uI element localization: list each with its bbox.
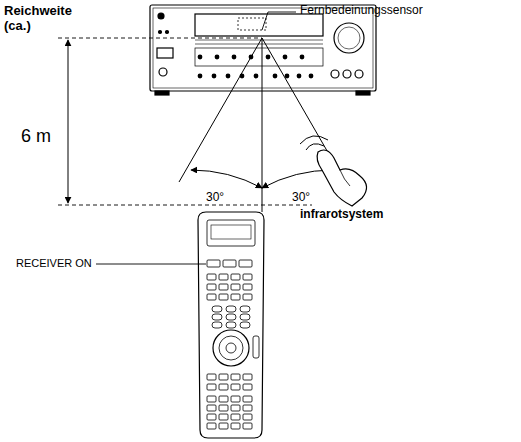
receiver-buttons xyxy=(198,55,314,79)
remote-button xyxy=(219,294,228,300)
remote-button xyxy=(231,274,240,280)
receiver-button xyxy=(198,74,203,79)
receiver-button xyxy=(283,55,288,60)
remote-button xyxy=(212,322,222,328)
receiver-button xyxy=(198,55,203,60)
remote-button xyxy=(243,274,252,280)
remote-button xyxy=(231,414,240,420)
remote-button xyxy=(231,405,240,411)
extension-line xyxy=(58,205,312,206)
remote-button xyxy=(207,405,216,411)
receiver-button xyxy=(266,55,271,60)
remote-button xyxy=(243,423,252,429)
remote-button xyxy=(207,294,216,300)
receiver-button xyxy=(273,74,278,79)
remote-button xyxy=(219,284,228,290)
remote-button xyxy=(207,414,216,420)
remote-button xyxy=(231,284,240,290)
remote-button xyxy=(231,294,240,300)
remote-button xyxy=(231,396,240,402)
remote-button xyxy=(243,405,252,411)
remote-button xyxy=(207,396,216,402)
receiver-button xyxy=(254,74,259,79)
remote-button xyxy=(219,374,228,380)
remote-button xyxy=(231,374,240,380)
remote-button xyxy=(207,384,216,390)
dimension-line xyxy=(68,40,69,203)
remote-button xyxy=(219,405,228,411)
remote-control xyxy=(198,212,264,438)
remote-button xyxy=(240,306,250,312)
remote-button xyxy=(219,274,228,280)
remote-button xyxy=(219,414,228,420)
angle-label: 30° xyxy=(206,191,224,205)
remote-button xyxy=(243,294,252,300)
receiver-button xyxy=(309,74,314,79)
remote-button xyxy=(243,396,252,402)
sensor-label: Fernbedeinungssensor xyxy=(300,4,423,18)
remote-button xyxy=(223,260,236,267)
remote-button xyxy=(243,284,252,290)
receiver-button xyxy=(300,55,305,60)
remote-button xyxy=(243,414,252,420)
remote-button xyxy=(231,423,240,429)
receiver-button xyxy=(212,74,217,79)
remote-button xyxy=(219,384,228,390)
range-label: Reichweite (ca.) xyxy=(4,4,82,34)
remote-button xyxy=(219,396,228,402)
leader-line xyxy=(262,12,296,30)
remote-button xyxy=(240,322,250,328)
reception-fan xyxy=(179,38,345,212)
leader-line xyxy=(96,264,206,265)
remote-button xyxy=(243,374,252,380)
receiver xyxy=(150,5,376,95)
remote-button xyxy=(207,423,216,429)
distance-value: 6 m xyxy=(20,124,52,149)
remote-button xyxy=(212,306,222,312)
remote-button xyxy=(240,314,250,320)
remote-button xyxy=(231,384,240,390)
receiver-button xyxy=(232,55,237,60)
remote-button xyxy=(207,374,216,380)
remote-button xyxy=(207,260,220,267)
remote-button xyxy=(226,314,236,320)
remote-button xyxy=(207,274,216,280)
remote-button xyxy=(226,306,236,312)
remote-button xyxy=(212,314,222,320)
remote-buttons xyxy=(207,260,252,429)
system-label: infrarotsystem xyxy=(300,208,383,222)
angle-label: 30° xyxy=(292,191,310,205)
remote-button xyxy=(239,260,252,267)
remote-button xyxy=(226,322,236,328)
remote-button xyxy=(219,423,228,429)
remote-button xyxy=(207,284,216,290)
receiver-button xyxy=(226,74,231,79)
receiver-button xyxy=(297,74,302,79)
remote-button xyxy=(243,384,252,390)
button-label: RECEIVER ON xyxy=(16,257,92,270)
extension-line xyxy=(58,38,262,39)
receiver-button xyxy=(215,55,220,60)
